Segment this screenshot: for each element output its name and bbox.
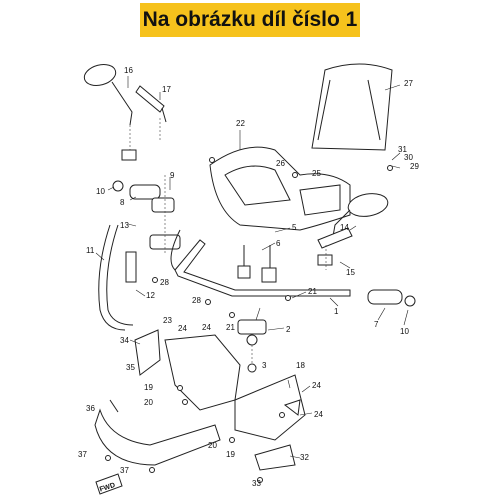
part-label-28-b: 28: [192, 296, 201, 305]
part-label-20-a: 20: [144, 398, 153, 407]
part-label-24-d: 24: [314, 410, 323, 419]
part-label-29: 29: [410, 162, 419, 171]
part-label-22: 22: [236, 119, 245, 128]
part-label-17: 17: [162, 85, 171, 94]
part-label-1: 1: [334, 307, 339, 316]
forward-arrow: FWD: [95, 473, 123, 495]
part-label-24-a: 24: [178, 324, 187, 333]
part-label-19-b: 19: [226, 450, 235, 459]
part-label-27: 27: [404, 79, 413, 88]
bracket: [254, 444, 296, 471]
part-label-34: 34: [120, 336, 129, 345]
part-label-26: 26: [276, 159, 285, 168]
part-label-12: 12: [146, 291, 155, 300]
part-label-11: 11: [86, 246, 95, 255]
part-label-15: 15: [346, 268, 355, 277]
fasteners: [105, 157, 393, 483]
part-label-25: 25: [312, 169, 321, 178]
right-mirror: [317, 193, 389, 270]
handlebar: [170, 229, 351, 297]
part-label-30: 30: [404, 153, 413, 162]
part-label-37-b: 37: [120, 466, 129, 475]
part-label-13: 13: [120, 221, 129, 230]
part-label-23: 23: [163, 316, 172, 325]
part-label-37-a: 37: [78, 450, 87, 459]
part-label-6: 6: [276, 239, 281, 248]
side-cowl: [94, 399, 221, 466]
part-label-14: 14: [340, 223, 349, 232]
part-label-9: 9: [170, 171, 175, 180]
part-label-5: 5: [292, 223, 297, 232]
part-label-16: 16: [124, 66, 133, 75]
part-label-18: 18: [296, 361, 305, 370]
part-label-10-b: 10: [400, 327, 409, 336]
part-label-8: 8: [120, 198, 125, 207]
part-label-24-c: 24: [312, 381, 321, 390]
leader-lines: [95, 76, 409, 459]
banner-text: Na obrázku díl číslo 1: [142, 8, 358, 31]
part-label-19-a: 19: [144, 383, 153, 392]
part-label-36: 36: [86, 404, 95, 413]
lower-panel: [234, 374, 306, 441]
throttle-cables: [98, 224, 137, 331]
windscreen: [311, 63, 393, 151]
part-label-21-b: 21: [226, 323, 235, 332]
right-grip: [367, 289, 416, 307]
part-label-31: 31: [398, 145, 407, 154]
part-label-35: 35: [126, 363, 135, 372]
left-grip-assembly: [112, 175, 181, 255]
part-label-20-b: 20: [208, 441, 217, 450]
part-label-24-b: 24: [202, 323, 211, 332]
fwd-label: FWD: [99, 482, 116, 494]
part-number-labels: 16 17 27 22 9 10 8 26 25 31 30 29 13 6 5…: [78, 66, 419, 488]
part-label-2: 2: [286, 325, 291, 334]
left-mirror: [83, 63, 167, 161]
front-cowl: [209, 146, 351, 231]
part-label-33: 33: [252, 479, 261, 488]
part-number-banner: Na obrázku díl číslo 1: [140, 3, 360, 37]
steering-clamp: [237, 319, 267, 373]
part-label-10: 10: [96, 187, 105, 196]
part-label-28-a: 28: [160, 278, 169, 287]
inner-panel: [134, 329, 241, 411]
part-label-3: 3: [262, 361, 267, 370]
part-label-21-a: 21: [308, 287, 317, 296]
part-label-32: 32: [300, 453, 309, 462]
part-label-7: 7: [374, 320, 379, 329]
